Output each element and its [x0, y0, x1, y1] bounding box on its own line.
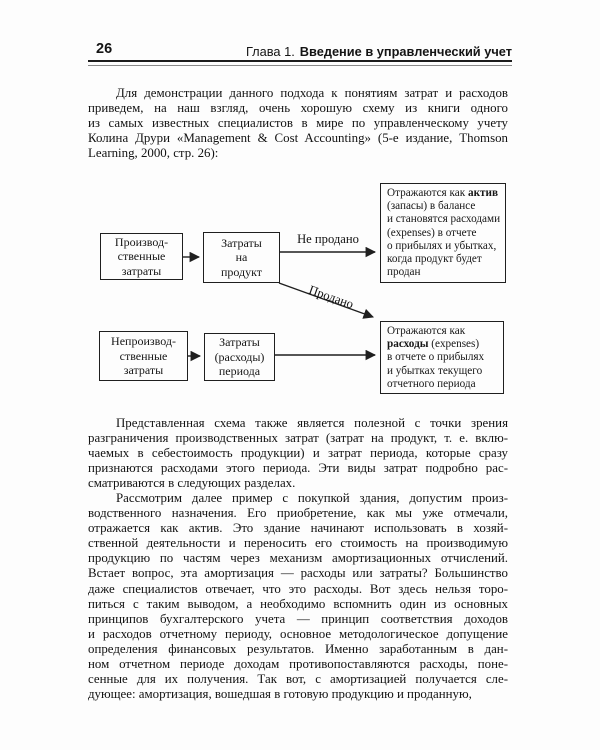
box-text-bold: актив	[467, 187, 498, 199]
box-line: периода	[218, 364, 261, 379]
body-line: Представленная схема также является поле…	[116, 416, 508, 430]
body-line: питься с таким выводом, а необходимо всп…	[88, 596, 508, 611]
cost-flow-diagram: Производ- ственные затраты Затраты на пр…	[88, 180, 512, 398]
body-line: Колина Друри «Management & Cost Accounti…	[88, 131, 508, 146]
box-line: отчетного периода	[387, 377, 476, 390]
body-line: Learning, 2000, стр. 26):	[88, 146, 219, 161]
body-line: разграничения производственных затрат (з…	[88, 431, 508, 446]
body-line: Рассмотрим далее пример с покупкой здани…	[116, 491, 508, 505]
box-line: продан	[387, 266, 421, 279]
chapter-title: Введение в управленческий учет	[299, 44, 512, 59]
box-line: когда продукт будет	[387, 253, 482, 266]
box-line: на	[235, 250, 248, 265]
box-line: о прибылях и убытках,	[387, 239, 497, 252]
body-line: водственного назначения. Его приобретени…	[88, 506, 508, 521]
body-line: ственной деятельности и переносить его с…	[88, 536, 508, 551]
box-line: Непроизвод-	[111, 334, 176, 349]
box-line: затраты	[123, 363, 164, 378]
paragraph-intro: Для демонстрации данного подхода к понят…	[88, 86, 508, 161]
box-line: затраты	[121, 263, 162, 278]
page-number: 26	[96, 41, 113, 57]
body-line: Встает вопрос, эта амортизация — расходы…	[88, 566, 508, 581]
body-line: и расходов отчетному периоду, основное м…	[88, 626, 508, 641]
box-line: расходы (expenses)	[387, 338, 498, 351]
box-asset-note: Отражаются как актив (запасы) в балансе …	[380, 183, 506, 283]
box-line: и становятся расходами	[387, 213, 501, 226]
body-line: определения финансовых результатов. Имен…	[88, 641, 508, 656]
box-product-costs: Затраты на продукт	[203, 232, 280, 283]
box-period-costs: Затраты (расходы) периода	[204, 333, 275, 381]
chapter-heading: Глава 1. Введение в управленческий учет	[246, 44, 512, 59]
box-production-costs: Производ- ственные затраты	[100, 233, 183, 280]
body-line: отражается как актив. Это здание начинаю…	[88, 521, 508, 536]
body-line: из самых известных специалистов в мире п…	[88, 116, 508, 131]
box-line: Производ-	[114, 234, 169, 249]
box-line: (expenses) в отчете	[387, 226, 477, 239]
box-line: ственные	[117, 249, 166, 264]
box-line: (запасы) в балансе	[387, 200, 476, 213]
label-not-sold: Не продано	[297, 232, 359, 246]
box-line: Затраты	[221, 235, 262, 250]
body-line: ном отчетном периоде доходам противопост…	[88, 657, 508, 672]
box-line: Отражаются как актив	[387, 187, 500, 200]
box-line: в отчете о прибылях	[387, 351, 485, 364]
box-text: (expenses)	[428, 338, 480, 351]
paragraph-building-example: Рассмотрим далее пример с покупкой здани…	[88, 491, 508, 702]
header-rule-thin	[88, 64, 512, 66]
body-line: сматриваются в следующих разделах.	[88, 476, 296, 491]
box-line: Отражаются как	[387, 325, 466, 337]
diagram-arrows	[183, 246, 377, 362]
paragraph-scheme-note: Представленная схема также является поле…	[88, 416, 508, 491]
box-line: (расходы)	[214, 349, 265, 364]
box-line: ственные	[119, 348, 168, 363]
arrow-sold-diagonal	[278, 282, 374, 319]
box-line: Затраты	[219, 335, 260, 350]
box-text: Отражаются как	[387, 187, 468, 199]
header-rule-thick	[88, 60, 512, 63]
box-nonproduction-costs: Непроизвод- ственные затраты	[99, 331, 188, 381]
body-line: чаемых в себестоимость продукции) и затр…	[88, 446, 508, 461]
box-line: продукт	[220, 264, 263, 279]
body-line: признаются расходами этого периода. Эти …	[88, 461, 508, 476]
box-text-bold: расходы	[387, 338, 429, 351]
body-line: приведем, на наш взгляд, очень хорошую с…	[88, 101, 508, 116]
body-line: принципов бухгалтерского учета — принцип…	[88, 611, 508, 626]
body-line: сенные для их получения. Так вот, с амор…	[88, 672, 508, 687]
body-line: даже специалистов отвечает, что это расх…	[88, 581, 508, 596]
box-expense-note: Отражаются как расходы (expenses) в отче…	[380, 321, 504, 394]
body-line: Для демонстрации данного подхода к понят…	[116, 86, 508, 100]
chapter-prefix: Глава 1.	[245, 44, 295, 59]
body-line: дующее: амортизация, вошедшая в готовую …	[88, 687, 472, 702]
body-line: продукцию по частям через механизм аморт…	[88, 551, 508, 566]
box-line: и убытках текущего	[387, 364, 483, 377]
